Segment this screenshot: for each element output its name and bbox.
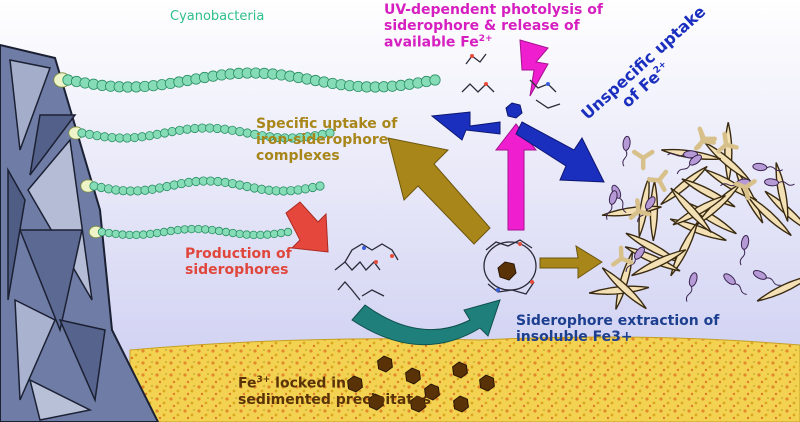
flagellate-cell — [685, 272, 698, 302]
bacteria-cluster — [588, 122, 800, 310]
y-shaped-cell — [611, 245, 634, 267]
fe2-hexagon — [505, 102, 523, 119]
diatom-cell — [670, 221, 699, 277]
unspecific-right-arrow — [515, 121, 605, 183]
diatom-cell — [672, 194, 726, 226]
extraction-line-1: Siderophore extraction of — [516, 313, 720, 329]
diatom-cell — [669, 218, 727, 242]
sedimented-iron-hexagons — [347, 355, 495, 413]
uv-superscript: 2+ — [478, 34, 493, 45]
locked-fe: Fe — [238, 375, 257, 392]
specific-line-3: complexes — [256, 148, 340, 165]
specific-line-2: iron-siderophore — [256, 132, 389, 149]
production-line-1: Production of — [185, 246, 292, 262]
diatom-cell — [756, 274, 800, 302]
cyanobacteria-filament — [80, 176, 325, 196]
y-shaped-cell — [734, 179, 757, 201]
iron-hexagon — [377, 355, 393, 373]
iron-hexagon — [405, 367, 421, 385]
flagellate-cell — [764, 178, 795, 187]
iron-core-hexagon — [497, 261, 517, 281]
uv-line-3: available Fe — [384, 34, 479, 51]
diatom-cell — [601, 267, 647, 310]
specific-line-1: Specific uptake of — [256, 116, 398, 132]
iron-siderophore-complex — [483, 239, 537, 295]
iron-hexagon — [368, 393, 384, 411]
unspecific-left-arrow — [430, 111, 501, 141]
uv-line-2: siderophore & release of — [384, 18, 580, 35]
iron-hexagon — [452, 361, 468, 379]
uv-photolysis-label: UV-dependent photolysis of siderophore &… — [384, 2, 603, 51]
specific-uptake-label: Specific uptake of iron-siderophore comp… — [256, 116, 397, 164]
siderophore-molecule — [334, 243, 399, 301]
iron-hexagon — [410, 395, 426, 413]
extraction-line-2: insoluble Fe3+ — [516, 329, 633, 346]
flagellate-cell — [676, 154, 702, 175]
uv-lightning — [519, 39, 549, 97]
iron-hexagon — [424, 383, 440, 401]
cyanobacteria-filament — [53, 67, 441, 93]
diatom-cell — [631, 249, 687, 277]
cyanobacteria-filament — [68, 123, 335, 143]
production-line-2: siderophores — [185, 262, 289, 279]
rock-cliff — [0, 43, 160, 422]
flagellate-cell — [723, 273, 747, 295]
extraction-arrow — [351, 299, 501, 346]
diatom-cell — [746, 194, 792, 237]
y-shaped-cell — [631, 149, 655, 171]
extraction-label: Siderophore extraction of insoluble Fe3+ — [516, 313, 719, 345]
diatom-cell — [660, 165, 708, 206]
y-shaped-cell — [693, 128, 716, 151]
uv-line-1: UV-dependent photolysis of — [384, 2, 603, 18]
sediment-layer — [129, 336, 800, 422]
flagellate-cell — [739, 235, 750, 266]
y-shaped-cell — [716, 131, 739, 154]
flagellate-cell — [606, 190, 618, 220]
photolysed-siderophore — [461, 53, 561, 109]
flagellate-cell — [667, 150, 699, 159]
iron-hexagon — [347, 375, 363, 393]
flagellate-cell — [752, 162, 783, 172]
iron-hexagon — [479, 374, 495, 392]
cyanobacteria-filament — [88, 224, 293, 240]
to-bacteria-arrow — [539, 244, 603, 279]
cyanobacteria-text: Cyanobacteria — [170, 9, 265, 24]
production-label: Production of siderophores — [185, 246, 292, 278]
production-arrow — [285, 201, 329, 253]
flagellate-cell — [625, 246, 645, 272]
y-shaped-cell — [646, 169, 669, 193]
iron-hexagon — [453, 395, 469, 413]
locked-line-1: locked in — [270, 375, 346, 392]
locked-iron-label: Fe3+ locked in sedimented precipitates — [238, 375, 431, 408]
cyanobacteria-label: Cyanobacteria — [170, 9, 265, 25]
specific-uptake-arrow — [387, 137, 491, 245]
y-shaped-cell — [628, 198, 652, 220]
flagellate-cell — [752, 270, 781, 286]
flagellate-cell — [622, 135, 631, 167]
locked-line-2: sedimented precipitates — [238, 391, 431, 408]
diatom-cell — [670, 187, 712, 233]
diatom-cell — [638, 177, 650, 237]
cyanobacteria-chains — [53, 67, 441, 240]
locked-superscript: 3+ — [256, 375, 271, 385]
